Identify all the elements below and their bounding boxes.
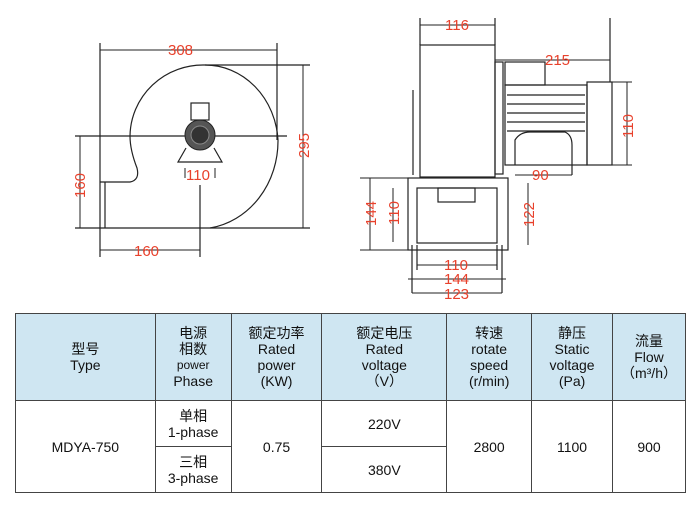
dim-110: 110	[186, 167, 210, 184]
cell-power: 0.75	[230, 400, 323, 493]
dim-base-144: 144	[363, 201, 380, 226]
cell-type: MDYA-750	[15, 400, 156, 493]
dim-bottom-110: 110	[444, 257, 468, 274]
dim-bottom-160: 160	[134, 243, 159, 260]
front-view: 308 295 160 160 110	[72, 42, 313, 260]
dim-motor-110: 110	[620, 114, 637, 138]
cell-voltage-220: 220V	[321, 400, 448, 447]
cell-static: 1100	[531, 400, 613, 493]
dim-90: 90	[532, 167, 549, 184]
cell-voltage-380: 380V	[321, 446, 448, 493]
motor-body	[504, 84, 588, 166]
cell-speed: 2800	[446, 400, 533, 493]
motor-icon	[176, 102, 224, 163]
dim-215: 215	[545, 52, 570, 69]
dim-bottom-144: 144	[444, 271, 469, 288]
cell-flow: 900	[611, 400, 687, 493]
side-view: 116 215 110 90 144 110 122 110 144 123	[360, 17, 637, 303]
dim-base-122: 122	[521, 202, 538, 227]
volute-casing	[100, 64, 279, 229]
dim-base-110: 110	[386, 201, 403, 225]
dim-308: 308	[168, 42, 193, 59]
dim-bottom-123: 123	[444, 286, 469, 303]
fan-dimension-drawing: 308 295 160 160 110 116 215 110 90 144 1…	[72, 17, 637, 303]
dim-outlet-160: 160	[72, 173, 89, 198]
dim-116: 116	[445, 17, 469, 34]
dim-295: 295	[296, 133, 313, 158]
